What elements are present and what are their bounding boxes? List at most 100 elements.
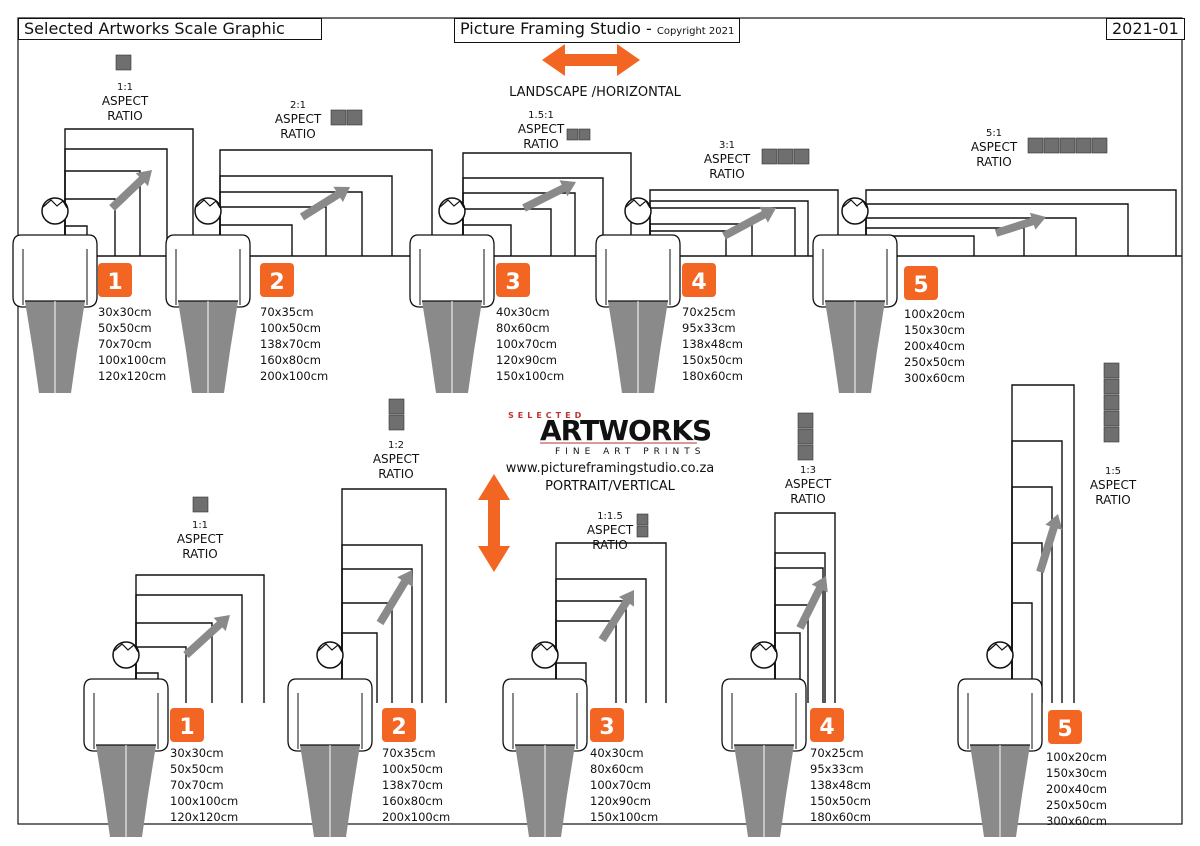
diagonal-arrow-icon	[796, 576, 828, 630]
person-figure-icon	[721, 641, 807, 837]
size-label: 138x48cm	[682, 337, 743, 351]
ratio-value: 1:1	[117, 82, 133, 93]
diagonal-arrow-icon	[994, 212, 1046, 237]
size-label: 50x50cm	[98, 321, 152, 335]
size-label: 200x100cm	[382, 810, 450, 824]
logo-top-text: SELECTED	[508, 411, 585, 420]
person-figure-icon	[83, 641, 169, 837]
aspect-word: ASPECT	[275, 112, 322, 126]
size-label: 300x60cm	[904, 371, 965, 385]
frame-outline	[865, 189, 1177, 256]
header-studio-box: Picture Framing Studio - Copyright 2021	[454, 18, 741, 43]
size-label: 70x25cm	[810, 746, 864, 760]
landscape-group-3: 1.5:1ASPECTRATIO340x30cm80x60cm100x70cm1…	[409, 110, 632, 393]
size-label: 150x50cm	[682, 353, 743, 367]
size-label: 300x60cm	[1046, 814, 1107, 828]
person-figure-icon	[502, 641, 588, 837]
person-figure-icon	[957, 641, 1043, 837]
size-label: 138x70cm	[260, 337, 321, 351]
size-label: 150x30cm	[904, 323, 965, 337]
header-studio: Picture Framing Studio -	[460, 19, 652, 38]
portrait-arrow-icon	[478, 474, 510, 572]
ratio-word: RATIO	[280, 127, 315, 141]
size-label: 150x100cm	[496, 369, 564, 383]
size-label: 70x25cm	[682, 305, 736, 319]
ratio-word: RATIO	[182, 547, 217, 561]
size-label: 100x20cm	[904, 307, 965, 321]
ratio-value: 1:1.5	[597, 511, 623, 522]
size-number-badge	[98, 263, 132, 297]
size-number-badge	[260, 263, 294, 297]
ratio-swatch-icon	[793, 148, 810, 165]
size-number: 1	[179, 715, 194, 740]
size-label: 80x60cm	[590, 762, 644, 776]
size-label: 100x70cm	[496, 337, 557, 351]
ratio-swatch-icon	[797, 412, 814, 429]
size-number-badge	[1048, 710, 1082, 744]
ratio-swatch-icon	[761, 148, 778, 165]
size-number: 1	[107, 270, 122, 295]
portrait-group-2: 1:2ASPECTRATIO270x35cm100x50cm138x70cm16…	[287, 398, 450, 837]
ratio-swatch-icon	[1075, 137, 1092, 154]
diagonal-arrow-icon	[109, 170, 152, 211]
ratio-value: 1:3	[800, 465, 816, 476]
ratio-swatch-icon	[1103, 426, 1120, 443]
size-label: 138x48cm	[810, 778, 871, 792]
size-label: 70x35cm	[260, 305, 314, 319]
person-figure-icon	[409, 197, 495, 393]
aspect-word: ASPECT	[102, 94, 149, 108]
website-url: www.pictureframingstudio.co.za	[506, 461, 715, 476]
frame-outline	[1011, 384, 1075, 703]
logo-sub-text: FINE ART PRINTS	[555, 447, 706, 457]
size-label: 150x50cm	[810, 794, 871, 808]
ratio-swatch-icon	[797, 428, 814, 445]
person-figure-icon	[165, 197, 251, 393]
size-label: 70x70cm	[170, 778, 224, 792]
ratio-word: RATIO	[523, 137, 558, 151]
header-code: 2021-01	[1112, 19, 1179, 38]
frame-outline	[1011, 440, 1063, 703]
portrait-group-5: 1:5ASPECTRATIO5100x20cm150x30cm200x40cm2…	[957, 362, 1137, 837]
ratio-value: 1:5	[1105, 466, 1121, 477]
ratio-swatch-icon	[388, 398, 405, 415]
size-label: 40x30cm	[496, 305, 550, 319]
diagonal-arrow-icon	[183, 615, 230, 658]
size-number-badge	[810, 708, 844, 742]
ratio-swatch-icon	[1103, 362, 1120, 379]
selected-artworks-logo: SELECTED ARTWORKS FINE ART PRINTS	[508, 411, 712, 457]
person-figure-icon	[287, 641, 373, 837]
ratio-swatch-icon	[1103, 378, 1120, 395]
size-label: 160x80cm	[260, 353, 321, 367]
size-label: 70x70cm	[98, 337, 152, 351]
portrait-group-1: 1:1ASPECTRATIO130x30cm50x50cm70x70cm100x…	[83, 496, 265, 837]
size-label: 100x50cm	[260, 321, 321, 335]
size-label: 160x80cm	[382, 794, 443, 808]
ratio-swatch-icon	[566, 128, 579, 141]
size-label: 120x90cm	[590, 794, 651, 808]
ratio-value: 5:1	[986, 128, 1002, 139]
ratio-swatch-icon	[777, 148, 794, 165]
diagonal-arrow-icon	[598, 590, 634, 643]
ratio-value: 1:1	[192, 520, 208, 531]
size-number-badge	[382, 708, 416, 742]
ratio-swatch-icon	[636, 525, 649, 538]
header-title: Selected Artworks Scale Graphic	[24, 19, 285, 38]
diagonal-arrow-icon	[522, 180, 576, 212]
size-number-badge	[904, 266, 938, 300]
size-label: 100x70cm	[590, 778, 651, 792]
frame-outline	[649, 189, 839, 256]
ratio-value: 1.5:1	[528, 110, 554, 121]
landscape-arrow-icon	[542, 44, 640, 76]
logo-main-text: ARTWORKS	[540, 414, 711, 447]
diagonal-arrow-icon	[299, 186, 350, 221]
ratio-swatch-icon	[192, 496, 209, 513]
size-label: 30x30cm	[98, 305, 152, 319]
landscape-group-5: 5:1ASPECTRATIO5100x20cm150x30cm200x40cm2…	[812, 128, 1177, 393]
portrait-group-3: 1:1.5ASPECTRATIO340x30cm80x60cm100x70cm1…	[502, 511, 667, 837]
size-number: 4	[819, 715, 834, 740]
diagonal-arrow-icon	[1036, 514, 1063, 574]
ratio-swatch-icon	[636, 513, 649, 526]
ratio-swatch-icon	[1091, 137, 1108, 154]
ratio-word: RATIO	[107, 109, 142, 123]
portrait-group-4: 1:3ASPECTRATIO470x25cm95x33cm138x48cm150…	[721, 412, 871, 837]
